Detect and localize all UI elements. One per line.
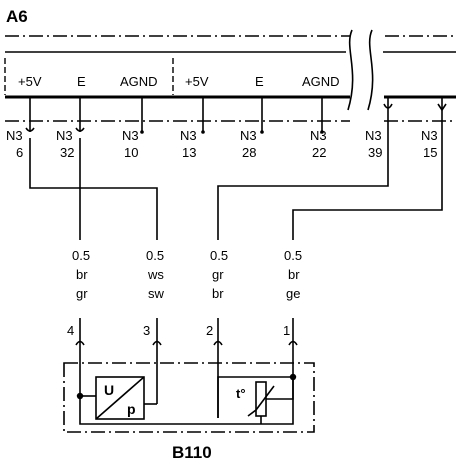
wire-4-color1: br [76,267,88,282]
pin-connector-2: N3 [56,128,73,143]
pin-number-1: 6 [16,145,23,160]
sensor-label: B110 [172,443,212,462]
wire-4-color2: gr [76,286,88,301]
wire-1-size: 0.5 [284,248,302,263]
pin-stubs [25,97,447,134]
pin-number-3: 10 [124,145,138,160]
sensor-pin-1: 1 [283,323,290,338]
wire-3-size: 0.5 [146,248,164,263]
sensor-b110-housing [63,362,315,433]
wire-1-color1: br [288,267,300,282]
pin-connector-5: N3 [240,128,257,143]
sensor-internal-wiring [76,373,297,425]
wire-2-color2: br [212,286,224,301]
thermistor-symbol [247,381,294,424]
terminal-label-5: E [255,74,264,89]
pressure-symbol-bottom: p [127,401,136,417]
pin-connector-6: N3 [310,128,327,143]
pin-number-4: 13 [182,145,196,160]
sensor-pin-4: 4 [67,323,74,338]
terminal-label-4: +5V [185,74,209,89]
wire-1-color2: ge [286,286,300,301]
pin-number-5: 28 [242,145,256,160]
terminal-label-6: AGND [302,74,340,89]
temp-symbol: t° [236,386,246,401]
terminal-label-3: AGND [120,74,158,89]
module-a6-housing [4,29,456,122]
terminal-label-2: E [77,74,86,89]
pin-number-2: 32 [60,145,74,160]
pin-connector-8: N3 [421,128,438,143]
harness-wires [29,110,443,240]
pin-connector-3: N3 [122,128,139,143]
pin-number-8: 15 [423,145,437,160]
pressure-symbol-top: U [104,382,114,398]
wire-3-color2: sw [148,286,165,301]
module-label: A6 [6,7,28,26]
wire-3-color1: ws [147,267,164,282]
pin-number-7: 39 [368,145,382,160]
pin-connector-4: N3 [180,128,197,143]
wire-4-size: 0.5 [72,248,90,263]
wire-2-color1: gr [212,267,224,282]
pin-connector-7: N3 [365,128,382,143]
wire-2-size: 0.5 [210,248,228,263]
pressure-sensor-symbol [95,376,145,420]
sensor-connector-stubs [75,318,298,418]
pin-connector-1: N3 [6,128,23,143]
sensor-pin-2: 2 [206,323,213,338]
terminal-label-1: +5V [18,74,42,89]
pin-number-6: 22 [312,145,326,160]
sensor-pin-3: 3 [143,323,150,338]
